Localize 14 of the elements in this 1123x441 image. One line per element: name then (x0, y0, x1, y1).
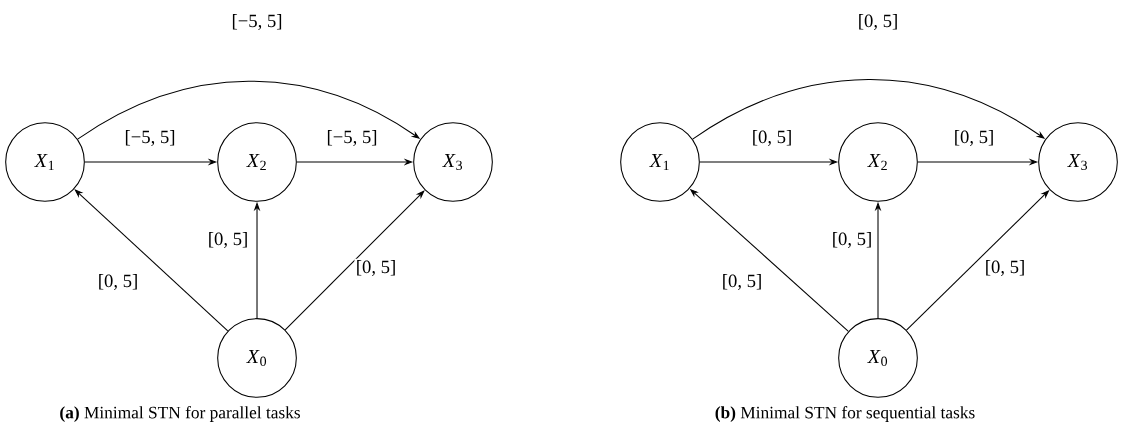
edge-label: [−5, 5] (325, 128, 379, 148)
edge-label: [0, 5] (983, 258, 1027, 278)
edge-label: [0, 5] (856, 12, 900, 32)
edge-label: [0, 5] (354, 258, 398, 278)
edge-label: [0, 5] (206, 230, 250, 250)
edge-label: [0, 5] (96, 272, 140, 292)
edge-label: [0, 5] (830, 230, 874, 250)
edge-label: [0, 5] (720, 272, 764, 292)
edge-label: [−5, 5] (123, 128, 177, 148)
edge-label: [0, 5] (952, 128, 996, 148)
arrow (284, 190, 425, 331)
arrow (74, 189, 229, 332)
edge-label: [0, 5] (750, 128, 794, 148)
edge-label: [−5, 5] (230, 12, 284, 32)
